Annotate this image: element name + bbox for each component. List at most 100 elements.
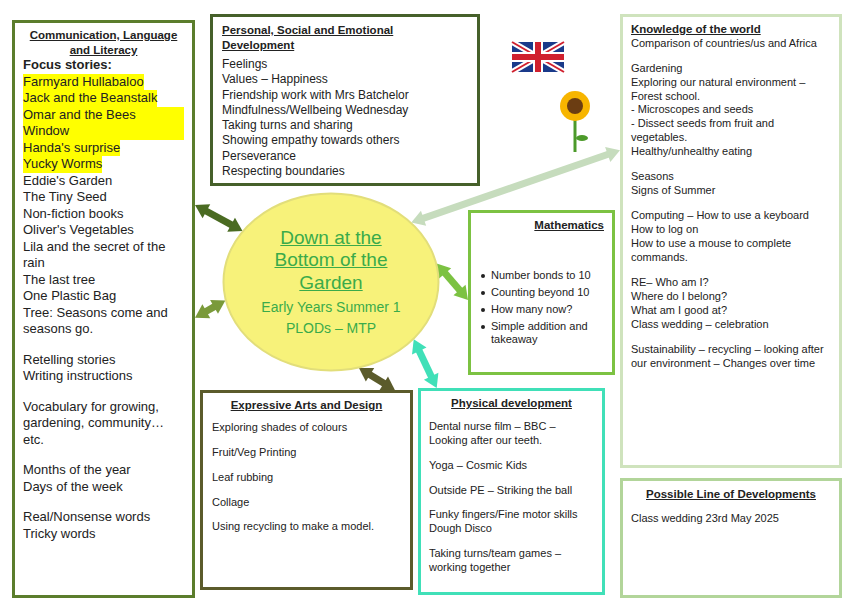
box-text: How many now? [479,303,604,317]
box-text: Eddie's Garden [23,173,184,190]
box-text: What am I good at? [631,304,831,318]
box-text: Counting beyond 10 [479,286,604,300]
double-arrow [195,204,243,232]
arrow-shaft [418,349,432,378]
double-arrow [412,339,438,388]
box-text: Number bonds to 10 [479,269,604,283]
box-heading: Expressive Arts and Design [212,398,401,413]
box-text: Comparison of countries/us and Africa [631,37,831,51]
box-text: Tree: Seasons come and seasons go. [23,305,184,338]
box-text: The Tiny Seed [23,189,184,206]
arrow-head [605,147,620,162]
box-text: Outside PE – Striking the ball [429,484,594,498]
box-text: - Microscopes and seeds [631,103,831,117]
arrow-head [453,285,468,300]
arrow-head [424,373,438,388]
box-text: Gardening [631,62,831,76]
physical-box: Physical developmentDental nurse film – … [418,388,605,595]
arrow-head [411,211,426,226]
double-arrow [359,368,395,390]
box-text: Showing empathy towards others [222,133,468,148]
box-text: Writing instructions [23,368,184,385]
box-text: Taking turns/team games – working togeth… [429,547,594,575]
box-text: How to use a mouse to complete commands. [631,237,831,265]
box-text: Collage [212,496,401,510]
box-text: Using recycling to make a model. [212,520,401,534]
literacy-box: Communication, Language and LiteracyFocu… [12,20,195,598]
box-text: Fruit/Veg Printing [212,446,401,460]
maths-box: MathematicsNumber bonds to 10 Counting be… [468,210,615,375]
box-text: Values – Happiness [222,72,468,87]
box-text: Focus stories: [23,57,184,74]
box-text: - Dissect seeds from fruit and vegetable… [631,117,831,145]
box-text: Mindfulness/Wellbeing Wednesday [222,103,468,118]
possible-lines-box: Possible Line of DevelopmentsClass weddi… [620,478,842,598]
arrow-head [412,339,426,354]
box-text: Dental nurse film – BBC – Looking after … [429,420,594,448]
box-text: Seasons [631,170,831,184]
box-text: Farmyard Hullabaloo [23,74,144,91]
box-text: Class wedding – celebration [631,318,831,332]
box-heading: Communication, Language and Literacy [23,28,184,57]
box-text: Healthy/unhealthy eating [631,145,831,159]
arrow-head [195,304,210,318]
box-heading: Possible Line of Developments [631,487,831,502]
knowledge-box: Knowledge of the worldComparison of coun… [620,14,842,468]
double-arrow [195,300,225,318]
arrow-head [380,376,395,390]
box-text: Respecting boundaries [222,164,468,179]
box-heading: Personal, Social and Emotional Developme… [222,23,468,52]
box-text: Days of the week [23,479,184,496]
box-text: Tricky words [23,526,184,543]
box-text: Jack and the Beanstalk [23,90,157,107]
box-text: Sustainability – recycling – looking aft… [631,343,831,371]
box-text: Funky fingers/Fine motor skills Dough Di… [429,508,594,536]
box-text: Early Years Summer 1 [252,298,410,316]
box-text: RE– Who am I? [631,276,831,290]
box-text: Handa's surprise [23,140,120,157]
box-text: PLODs – MTP [252,319,410,337]
box-heading: Physical development [429,396,594,411]
box-text: Lila and the secret of the rain [23,239,184,272]
arrow-head [210,300,225,314]
box-text: Retelling stories [23,352,184,369]
box-text: Taking turns and sharing [222,118,468,133]
title-ellipse: Down at the Bottom of the GardenEarly Ye… [222,192,440,372]
psed-box: Personal, Social and Emotional Developme… [210,14,480,186]
box-text: Down at the Bottom of the Garden [252,227,410,295]
box-text: Months of the year [23,462,184,479]
box-text: Simple addition and takeaway [479,320,604,348]
box-text: Signs of Summer [631,184,831,198]
box-heading: Mathematics [479,218,604,233]
box-text: Yucky Worms [23,156,102,173]
arrow-head [227,218,242,232]
box-text: Omar and the Bees Window [23,107,184,140]
uk-flag [512,42,564,72]
box-text: Exploring our natural environment – Fore… [631,76,831,104]
box-text: Friendship work with Mrs Batchelor [222,88,468,103]
box-text: One Plastic Bag [23,288,184,305]
sunflower [560,91,590,152]
box-text: Yoga – Cosmic Kids [429,459,594,473]
box-heading: Knowledge of the world [631,22,831,37]
box-text: Leaf rubbing [212,471,401,485]
box-text: Non-fiction books [23,206,184,223]
arrow-shaft [444,272,461,292]
box-text: Vocabulary for growing, gardening, commu… [23,399,184,449]
box-text: Feelings [222,57,468,72]
ellipse-text: Down at the Bottom of the GardenEarly Ye… [252,227,410,338]
box-text: The last tree [23,272,184,289]
box-text: Where do I belong? [631,290,831,304]
box-text: Class wedding 23rd May 2025 [631,512,831,526]
arts-box: Expressive Arts and DesignExploring shad… [200,390,413,590]
arrow-head [359,368,374,382]
double-arrow [437,263,468,299]
box-text: Perseverance [222,149,468,164]
box-text: Real/Nonsense words [23,509,184,526]
box-text: How to log on [631,223,831,237]
arrow-head [195,204,210,218]
box-text: Oliver's Vegetables [23,222,184,239]
arrow-shaft [205,210,233,225]
box-text: Computing – How to use a keyboard [631,209,831,223]
